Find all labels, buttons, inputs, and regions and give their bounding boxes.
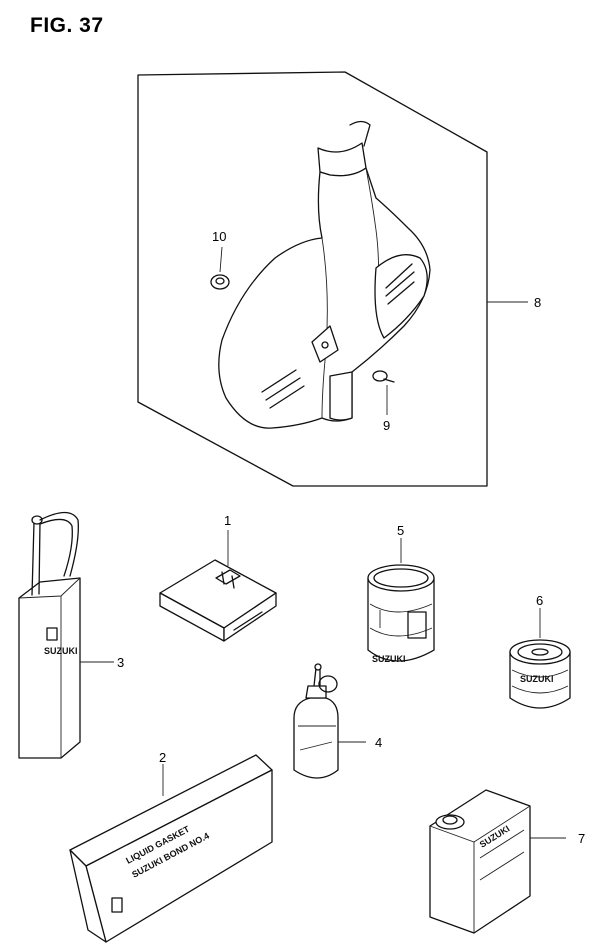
callout-6: 6 [536,593,543,608]
can-part-7: SUZUKI [429,789,531,934]
callout-8: 8 [534,295,541,310]
callout-9: 9 [383,418,390,433]
callout-10: 10 [212,229,226,244]
oil-can-brand: SUZUKI [44,646,78,656]
cover-part-8 [218,120,431,429]
callout-1: 1 [224,513,231,528]
oil-can-part-3: SUZUKI [18,511,81,759]
tin-part-6: SUZUKI [509,639,571,709]
can-part-5: SUZUKI [367,564,435,664]
bottle-part-4 [293,663,339,779]
assembly-frame [137,71,488,487]
bond-box-part-2: LIQUID GASKET SUZUKI BOND NO.4 [69,754,273,943]
grommet-part-10 [210,246,230,290]
callout-3: 3 [117,655,124,670]
screw-part-9 [372,370,395,415]
can-5-brand: SUZUKI [372,654,406,664]
tin-6-brand: SUZUKI [520,674,554,684]
callout-5: 5 [397,523,404,538]
figure-title: FIG. 37 [30,14,104,37]
callout-7: 7 [578,831,585,846]
callout-4: 4 [375,735,382,750]
callout-2: 2 [159,750,166,765]
box-part-1 [159,559,277,642]
